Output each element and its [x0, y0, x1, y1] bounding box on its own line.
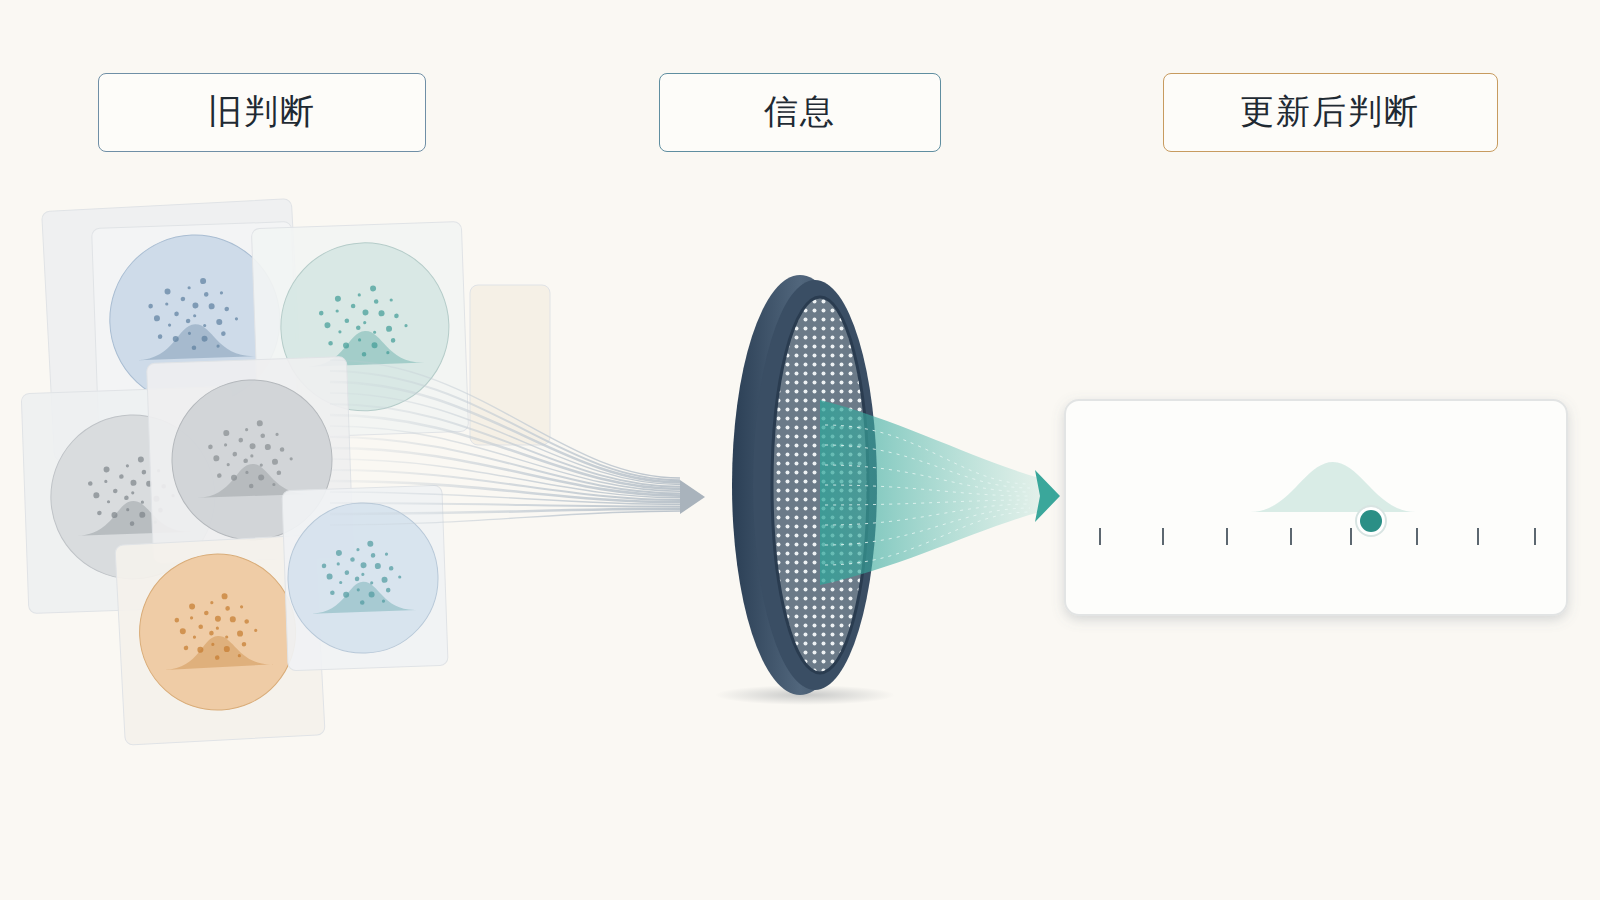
- information-streaks: [330, 360, 680, 525]
- header-box: 更新后判断: [1163, 73, 1498, 152]
- header-box: 旧判断: [98, 73, 426, 152]
- old-judgment-cards: [21, 199, 550, 745]
- output-arrow: [1035, 470, 1060, 522]
- input-arrow: [680, 480, 705, 514]
- header-label: 更新后判断: [1240, 89, 1420, 135]
- header-label: 旧判断: [208, 89, 316, 135]
- filtered-beam: [820, 400, 1040, 585]
- header-box: 信息: [659, 73, 941, 152]
- result-panel: [1065, 400, 1567, 615]
- beam-lines: [825, 425, 1030, 565]
- header-label: 信息: [764, 89, 836, 135]
